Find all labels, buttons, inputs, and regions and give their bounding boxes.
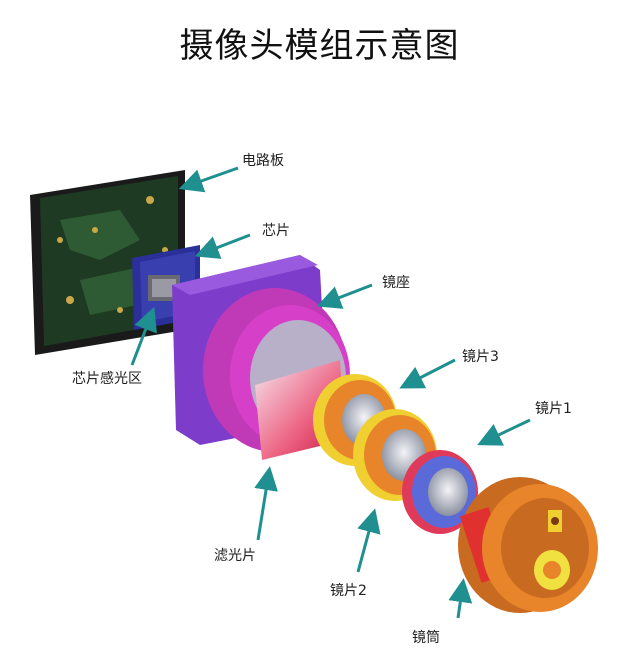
arrow-lens2 xyxy=(356,508,381,573)
arrow-barrel xyxy=(448,578,473,619)
arrow-chip xyxy=(194,233,251,259)
label-sensor-area: 芯片感光区 xyxy=(72,371,142,387)
pointer-arrows xyxy=(130,166,531,619)
label-barrel: 镜筒 xyxy=(412,630,440,646)
label-lens3: 镜片3 xyxy=(462,349,499,365)
diagram-title: 摄像头模组示意图 xyxy=(179,26,460,66)
arrow-holder xyxy=(316,283,373,309)
label-chip: 芯片 xyxy=(262,223,290,239)
arrow-lens1 xyxy=(477,418,531,446)
lens-1 xyxy=(402,450,478,534)
lens-barrel xyxy=(458,477,598,613)
label-filter: 滤光片 xyxy=(214,548,256,564)
label-lens1: 镜片1 xyxy=(535,401,572,417)
arrow-lens3 xyxy=(399,358,456,389)
label-pcb: 电路板 xyxy=(242,153,284,169)
label-lens2: 镜片2 xyxy=(330,583,367,599)
arrow-sensor xyxy=(130,306,157,366)
label-holder: 镜座 xyxy=(382,275,410,291)
arrow-filter xyxy=(254,466,278,541)
arrow-pcb xyxy=(178,166,239,193)
